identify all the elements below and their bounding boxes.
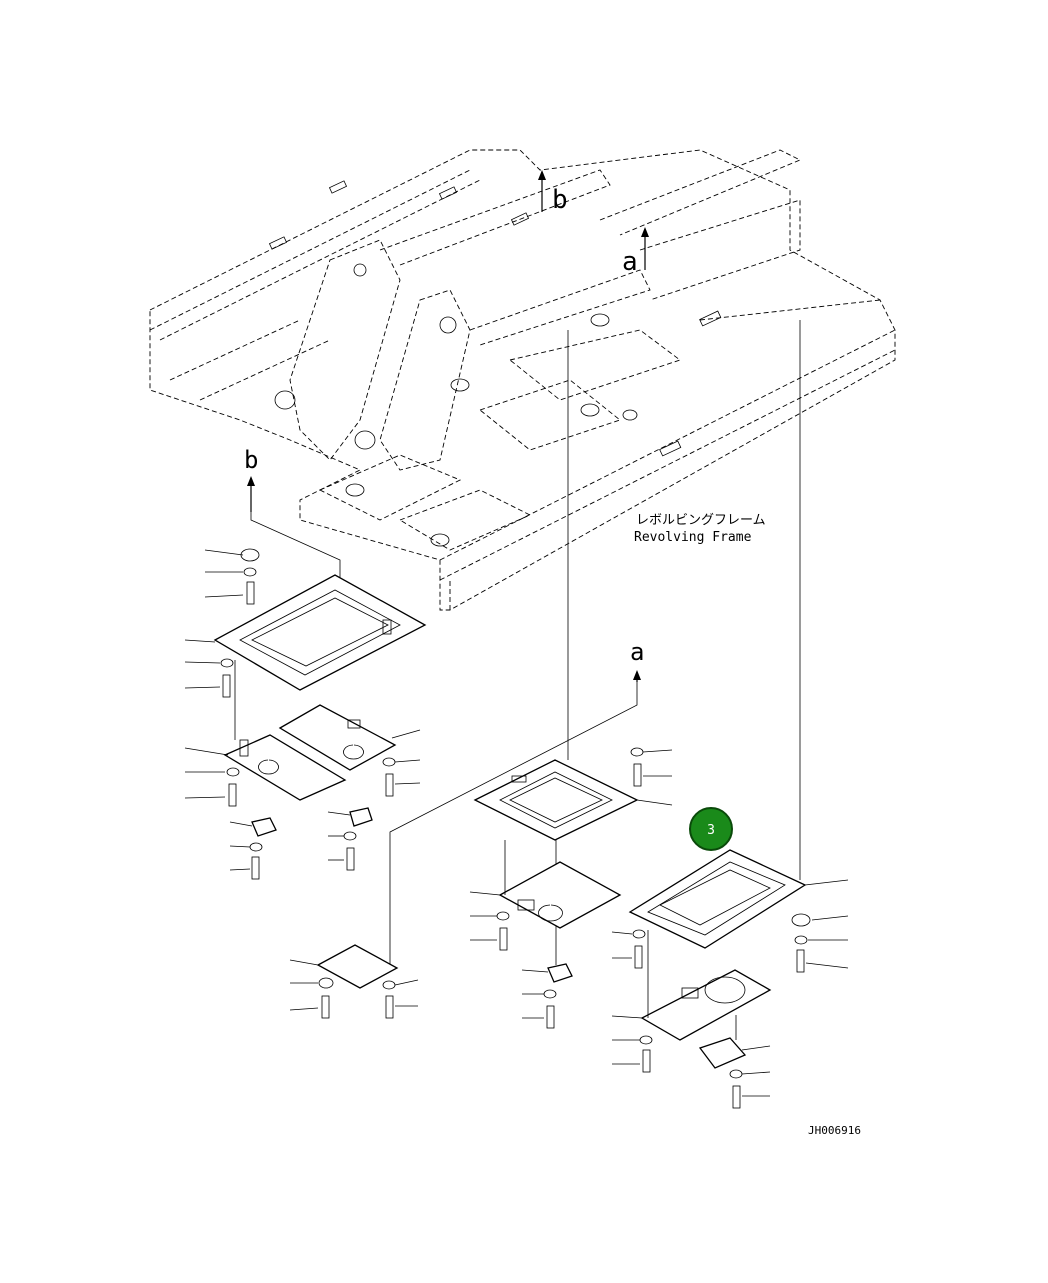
drawing-id: JH006916 [808,1124,861,1137]
revolving-frame-label-en: Revolving Frame [634,530,752,545]
callout-marker-3[interactable]: 3 [689,807,733,851]
ref-a-mid: a [630,638,644,666]
revolving-frame-label-jp: レボルビングフレーム [636,513,766,528]
ref-a-top: a [622,247,638,277]
callout-number: 3 [707,823,715,838]
revolving-frame-drawing [149,149,896,611]
ref-b-left: b [244,446,258,474]
right-cover-assembly [611,320,849,1109]
center-cover-assembly [469,330,673,1029]
ref-b-top: b [552,185,568,215]
small-cover-assembly: a [289,638,644,1019]
left-cover-assembly: b [184,446,427,880]
